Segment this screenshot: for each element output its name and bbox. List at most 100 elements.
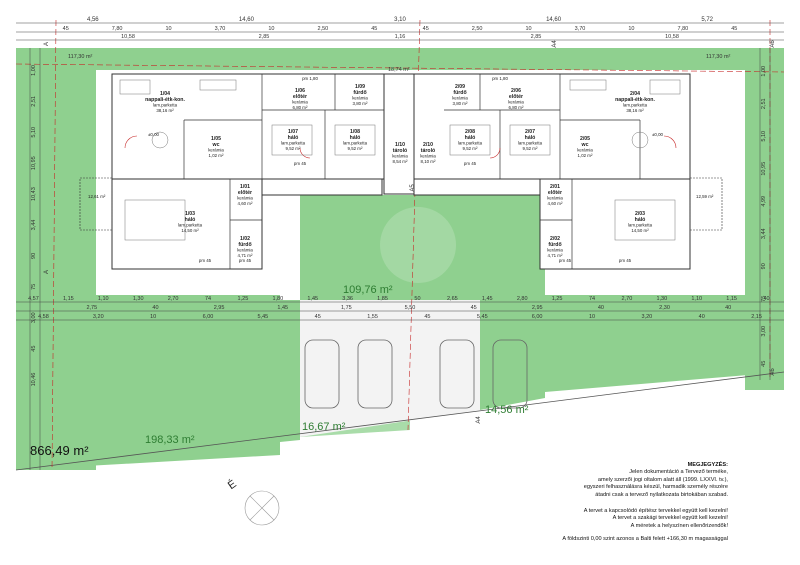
room-number: 2/09 [455, 84, 465, 90]
section-marker: A4 [476, 416, 482, 424]
lawn-left-bottom [16, 295, 280, 470]
house-left-walls [112, 74, 384, 269]
house-right [413, 73, 691, 270]
dimension-label: 2,51 [761, 98, 767, 109]
notes-line: A méretek a helyszínen ellenőrizendők! [630, 522, 728, 529]
room-area: 9,52 m² [286, 146, 301, 151]
dimension-label: 90 [761, 263, 767, 269]
dimension-label: 2,15 [751, 314, 762, 320]
dimension-label: 2,50 [472, 26, 483, 32]
room-number: 1/07 [288, 129, 298, 135]
room-number: 1/09 [355, 84, 365, 90]
north-arrow [244, 490, 280, 526]
room-area: 4,71 m² [238, 253, 253, 258]
dimension-label: 7,80 [677, 26, 688, 32]
dimension-label: 10,95 [31, 156, 37, 170]
dimension-label: 4,57 [28, 296, 39, 302]
dimension-label: 45 [315, 314, 321, 320]
room-floor: kerámia [547, 196, 563, 201]
section-marker: A6 [770, 368, 776, 376]
level-left: ±0,00 [148, 132, 160, 137]
room-name: háló [525, 135, 536, 141]
room-area: 4,60 m² [548, 201, 563, 206]
dimension-label: 40 [598, 305, 604, 311]
dimension-label: 45 [471, 305, 477, 311]
dimension-label: 1,16 [395, 34, 406, 40]
room-number: 1/01 [240, 184, 250, 190]
sill-height-label: pm 45 [619, 258, 632, 263]
room-area: 9,52 m² [523, 146, 538, 151]
room-area: 6,80 m² [293, 105, 308, 110]
room-name: fürdő [453, 90, 466, 96]
room-floor: lam.parketta [343, 141, 368, 146]
room-number: 2/04 [630, 91, 640, 97]
dimension-label: 2,50 [317, 26, 328, 32]
dimension-label: 10,58 [665, 34, 679, 40]
dimension-label: 3,36 [342, 296, 353, 302]
sill-height-label: pm 1,80 [302, 76, 318, 81]
room-area: 8,10 m² [421, 159, 436, 164]
room-number: 1/05 [211, 136, 221, 142]
room-floor: lam.parketta [458, 141, 483, 146]
dimension-label: 2,95 [214, 305, 225, 311]
lawn-right-bottom [545, 295, 784, 392]
dimension-label: 45 [31, 346, 37, 352]
red-section-line-left [51, 19, 57, 471]
room-number: 1/10 [395, 142, 405, 148]
room-name: nappali-étk-kon. [145, 97, 185, 103]
watermark-logo [380, 207, 456, 283]
driveway [300, 300, 480, 437]
room-number: 2/07 [525, 129, 535, 135]
room-floor: lam.parketta [628, 223, 653, 228]
dimension-label: 50 [414, 296, 420, 302]
room-name: tároló [393, 148, 407, 154]
room-floor: lam.parketta [281, 141, 306, 146]
dimension-label: 10 [150, 314, 156, 320]
notes-line: egyszeri felhasználásra készül, harmadik… [583, 484, 728, 491]
dimension-label: 2,70 [622, 296, 633, 302]
dimension-label: 7,80 [112, 26, 123, 32]
room-area: 1,02 m² [209, 153, 224, 158]
room-number: 1/08 [350, 129, 360, 135]
room-floor: lam.parketta [623, 103, 648, 108]
dimension-label: 1,15 [726, 296, 737, 302]
total-area-label: 866,49 m² [30, 443, 89, 458]
north-label: É [225, 477, 238, 492]
dimension-label: 14,60 [239, 17, 255, 23]
dimension-label: 40 [699, 314, 705, 320]
dimension-label: 5,50 [405, 305, 416, 311]
dimension-label: 5,45 [257, 314, 268, 320]
room-floor: kerámia [292, 100, 308, 105]
room-area: 4,60 m² [238, 201, 253, 206]
dimension-label: 3,70 [215, 26, 226, 32]
room-floor: kerámia [208, 148, 224, 153]
section-marker: A6 [770, 40, 776, 48]
notes-line: amely szerzői jogi oltalom alatt áll (19… [597, 476, 728, 483]
dimension-label: 3,00 [31, 312, 37, 323]
green-left-area: 198,33 m² [145, 434, 195, 446]
dimension-label: 1,15 [63, 296, 74, 302]
dimension-label: 1,75 [341, 305, 352, 311]
dimension-label: 1,00 [31, 65, 37, 76]
room-number: 1/04 [160, 91, 170, 97]
dimension-label: 3,44 [761, 228, 767, 239]
room-floor: lam.parketta [178, 223, 203, 228]
room-area: 4,71 m² [548, 253, 563, 258]
dimension-label: 3,44 [31, 220, 37, 231]
dimension-label: 1,45 [307, 296, 318, 302]
room-name: előtér [548, 190, 562, 196]
dimension-label: 4,99 [761, 196, 767, 207]
dimension-label: 3,20 [641, 314, 652, 320]
room-number: 2/06 [511, 88, 521, 94]
sill-height-label: pm 1,80 [492, 76, 508, 81]
section-marker: A [44, 270, 50, 274]
room-area: 3,80 m² [453, 101, 468, 106]
room-area: 1,02 m² [578, 153, 593, 158]
dimension-label: 4,56 [87, 17, 99, 23]
room-area: 38,16 m² [156, 108, 174, 113]
room-floor: lam.parketta [518, 141, 543, 146]
dimension-label: 6,00 [203, 314, 214, 320]
